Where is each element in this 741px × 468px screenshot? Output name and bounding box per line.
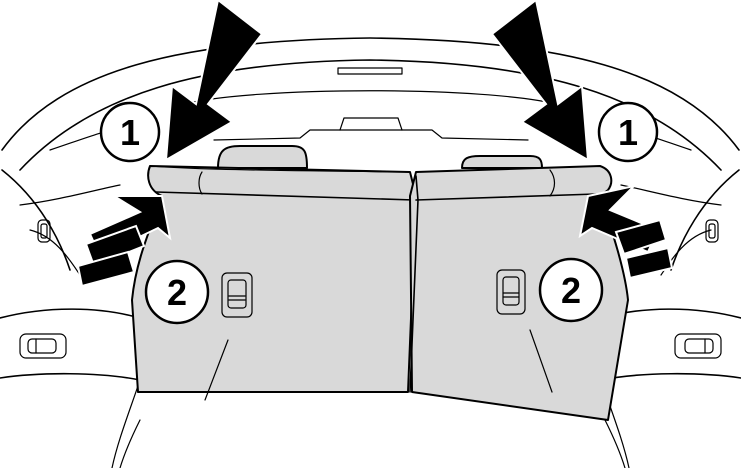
callout-left-lower-text: 2 <box>167 272 187 313</box>
callout-left-upper: 1 <box>101 103 159 161</box>
callout-right-upper: 1 <box>599 103 657 161</box>
left-push-down-arrow-icon <box>166 0 262 160</box>
callout-right-upper-text: 1 <box>618 112 638 153</box>
left-tie-down-icon <box>20 334 66 358</box>
right-push-down-arrow-icon <box>492 0 588 160</box>
right-headrest <box>462 156 542 168</box>
left-headrest <box>218 146 307 168</box>
right-tie-down-icon <box>675 334 721 358</box>
callout-left-lower: 2 <box>146 261 208 323</box>
callout-right-lower-text: 2 <box>561 270 581 311</box>
callout-left-upper-text: 1 <box>120 112 140 153</box>
callout-right-lower: 2 <box>540 259 602 321</box>
